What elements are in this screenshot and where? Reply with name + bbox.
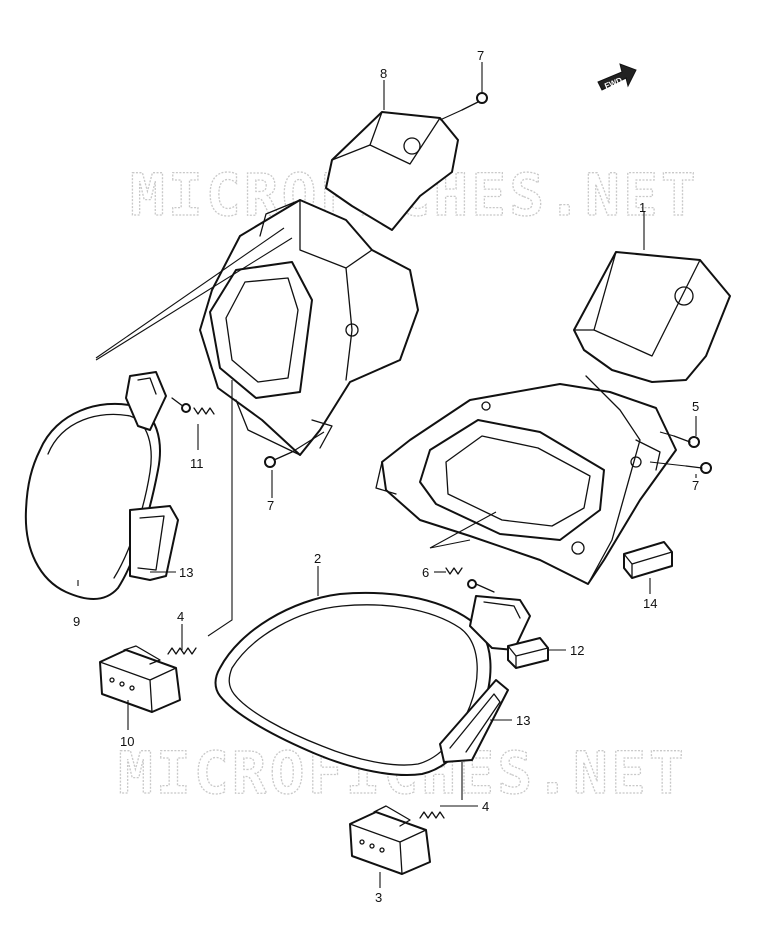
part-12-block [507, 637, 549, 669]
part-1-right-housing [375, 251, 731, 585]
callout-6: 6 [422, 565, 429, 580]
callout-7-right: 7 [692, 478, 699, 493]
part-7-screw-top [461, 92, 488, 111]
part-4-spring-bottom [419, 811, 445, 819]
callout-9: 9 [73, 614, 80, 629]
part-4-spring-left [167, 647, 197, 655]
part-11-spring [171, 397, 215, 415]
forward-arrow-icon: FWD [597, 63, 637, 91]
callout-7-top: 7 [477, 48, 484, 63]
part-14-block [623, 541, 673, 579]
callout-labels: 8 7 1 5 7 11 7 13 9 4 10 2 6 14 12 13 4 … [73, 48, 699, 905]
part-5-screw [673, 435, 700, 448]
callout-4-bottom: 4 [482, 799, 489, 814]
part-9-left-lens [24, 371, 179, 600]
callout-13-left: 13 [179, 565, 193, 580]
callout-5: 5 [692, 399, 699, 414]
callout-1: 1 [639, 200, 646, 215]
part-7-screw-right [685, 462, 712, 474]
fwd-label: FWD [603, 76, 623, 91]
part-8-left-housing [199, 111, 459, 456]
callout-3: 3 [375, 890, 382, 905]
callout-4-left: 4 [177, 609, 184, 624]
callout-8: 8 [380, 66, 387, 81]
part-7-screw-left [264, 451, 293, 468]
callout-13-right: 13 [516, 713, 530, 728]
callout-7-left: 7 [267, 498, 274, 513]
part-6-spring [445, 567, 495, 593]
callout-14: 14 [643, 596, 657, 611]
leader-lines [77, 62, 697, 888]
part-3-knob [349, 805, 431, 875]
callout-12: 12 [570, 643, 584, 658]
callout-11: 11 [190, 456, 204, 471]
callout-10: 10 [120, 734, 134, 749]
part-2-large-lens [214, 591, 531, 777]
part-10-knob [99, 645, 181, 713]
callout-2: 2 [314, 551, 321, 566]
